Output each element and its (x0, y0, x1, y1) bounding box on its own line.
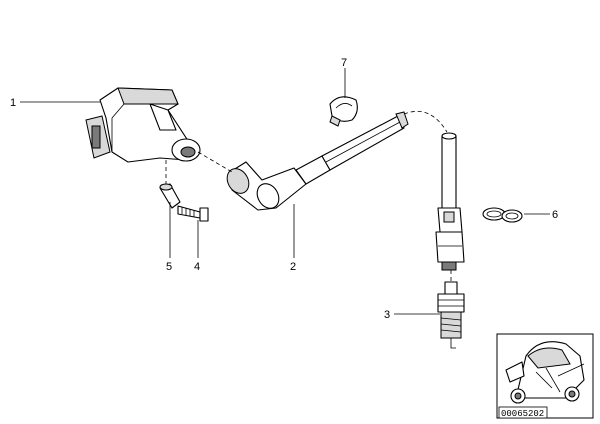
callout-4: 4 (194, 261, 200, 273)
spark-plug-part-3[interactable] (437, 281, 465, 349)
callout-6: 6 (552, 209, 558, 221)
inset-code: 00065202 (501, 409, 544, 419)
assembly-lines (165, 110, 452, 282)
vehicle-inset: 00065202 (496, 333, 594, 419)
clip-part-7[interactable] (329, 96, 358, 127)
callout-3: 3 (384, 309, 390, 321)
sleeve-part-5[interactable] (159, 183, 181, 209)
ignition-coil-part-1[interactable] (85, 87, 201, 163)
sealing-rings-part-6[interactable] (482, 207, 523, 223)
ignition-lead-part-2[interactable] (223, 111, 409, 212)
bolt-part-4[interactable] (177, 205, 209, 222)
callout-2: 2 (290, 261, 296, 273)
callout-1: 1 (10, 97, 16, 109)
callout-5: 5 (166, 261, 172, 273)
callout-7: 7 (341, 57, 347, 69)
scooter-illustration (505, 341, 585, 404)
leader-lines (20, 68, 550, 315)
spark-plug-lead[interactable] (435, 132, 465, 271)
